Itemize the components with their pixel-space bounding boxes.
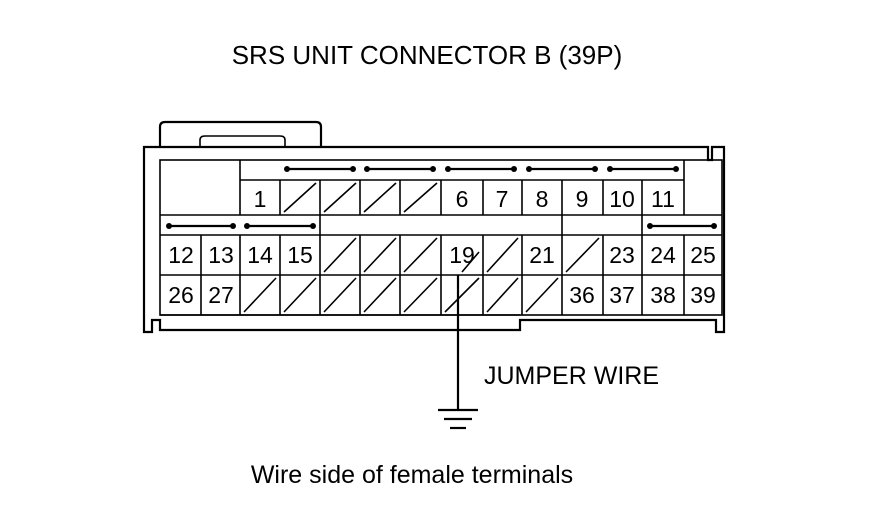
jumper-wire-label: JUMPER WIRE [484,362,659,390]
pin-label: 36 [569,282,595,308]
shorting-bar [647,223,717,229]
shorting-bar [445,166,517,172]
pin-label: 38 [650,282,676,308]
pin-label: 23 [609,242,635,268]
pin-label: 14 [247,242,273,268]
shorting-bars [166,166,717,229]
pin-label: 19 [449,242,475,268]
terminal-grid [159,159,723,316]
pin-label: 26 [168,282,194,308]
pin-label: 6 [456,186,469,212]
pin-label: 10 [609,186,635,212]
pin-label: 21 [529,242,555,268]
diagram-caption: Wire side of female terminals [251,461,573,489]
ground-icon [438,408,478,430]
shorting-bar [166,223,236,229]
pin-label: 9 [576,186,589,212]
pin-label: 37 [609,282,635,308]
pin-label: 25 [690,242,716,268]
shorting-bar [526,166,598,172]
pin-label: 13 [208,242,234,268]
pin-label: 7 [496,186,509,212]
pin-label: 39 [690,282,716,308]
shorting-bar [364,166,436,172]
pin-label: 1 [254,186,267,212]
diagram-title: SRS UNIT CONNECTOR B (39P) [232,40,623,70]
pin-label: 24 [650,242,676,268]
empty-cell-slashes [243,182,600,313]
pin-labels: 1 6 7 8 9 10 11 12 13 14 15 19 21 23 24 … [168,186,716,308]
pin-label: 11 [651,186,675,212]
shorting-bar [284,166,356,172]
pin-label: 15 [287,242,313,268]
pin-label: 8 [536,186,549,212]
shorting-bar [244,223,316,229]
shorting-bar [607,166,679,172]
pin-label: 12 [168,242,194,268]
pin-label: 27 [208,282,234,308]
